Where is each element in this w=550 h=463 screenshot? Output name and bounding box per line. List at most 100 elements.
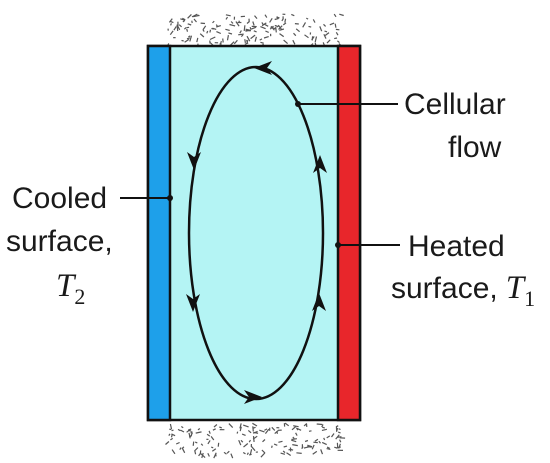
insulation-speck — [337, 40, 340, 44]
insulation-speck — [212, 428, 216, 431]
insulation-speck — [226, 34, 229, 41]
cellular-flow-leader — [295, 101, 398, 107]
insulation-speck — [282, 450, 286, 454]
insulation-speck — [225, 14, 231, 17]
insulation-speck — [274, 430, 279, 435]
flow-arrow-left-upper — [187, 152, 201, 170]
insulation-speck — [181, 39, 184, 42]
cellular-flow-label-line1: Cellular — [404, 88, 506, 121]
insulation-speck — [293, 425, 299, 428]
insulation-speck — [319, 26, 323, 32]
flow-arrow-bottom — [244, 390, 262, 404]
insulation-speck — [217, 442, 220, 447]
insulation-speck — [230, 21, 234, 24]
insulation-speck — [239, 30, 242, 34]
insulation-speck — [211, 448, 217, 452]
insulation-speck — [303, 423, 308, 427]
insulation-speck — [236, 431, 239, 434]
insulation-speck — [312, 450, 318, 455]
top-insulation — [166, 13, 344, 49]
insulation-speck — [292, 436, 295, 439]
insulation-speck — [275, 26, 277, 33]
insulation-speck — [321, 426, 326, 429]
insulation-speck — [216, 31, 222, 35]
insulation-speck — [314, 36, 318, 43]
flow-arrow-right-lower — [312, 293, 326, 311]
insulation-speck — [211, 27, 214, 30]
insulation-speck — [336, 427, 339, 431]
insulation-speck — [187, 429, 192, 432]
insulation-speck — [198, 452, 202, 457]
insulation-speck — [311, 36, 315, 41]
insulation-speck — [190, 430, 193, 434]
insulation-speck — [291, 438, 297, 441]
insulation-speck — [170, 23, 172, 26]
insulation-speck — [175, 441, 180, 445]
insulation-speck — [292, 39, 296, 45]
insulation-speck — [191, 13, 198, 18]
insulation-speck — [179, 447, 182, 450]
insulation-speck — [171, 433, 176, 437]
insulation-speck — [209, 36, 216, 41]
insulation-speck — [276, 16, 280, 19]
insulation-speck — [331, 433, 335, 438]
insulation-speck — [188, 432, 191, 439]
insulation-speck — [334, 23, 337, 28]
insulation-speck — [209, 29, 212, 33]
insulation-speck — [254, 36, 257, 42]
insulation-speck — [289, 448, 294, 451]
insulation-speck — [194, 447, 199, 452]
insulation-speck — [335, 31, 339, 36]
insulation-speck — [207, 452, 210, 457]
insulation-speck — [318, 440, 321, 444]
insulation-speck — [171, 449, 176, 455]
insulation-speck — [170, 437, 174, 441]
insulation-speck — [182, 19, 186, 23]
insulation-speck — [263, 36, 269, 39]
insulation-speck — [306, 17, 309, 20]
insulation-speck — [169, 423, 173, 430]
insulation-speck — [189, 35, 193, 42]
insulation-speck — [239, 423, 242, 429]
insulation-speck — [206, 433, 211, 437]
cooled-wall — [146, 44, 172, 422]
insulation-speck — [182, 17, 186, 21]
insulation-speck — [254, 15, 258, 19]
insulation-speck — [177, 428, 181, 432]
insulation-speck — [308, 25, 312, 28]
insulation-speck — [337, 431, 341, 434]
insulation-speck — [202, 29, 205, 32]
insulation-speck — [280, 452, 286, 455]
insulation-speck — [296, 452, 302, 454]
insulation-speck — [286, 452, 292, 456]
insulation-speck — [181, 446, 185, 450]
insulation-speck — [323, 33, 327, 39]
insulation-speck — [323, 437, 326, 441]
insulation-speck — [170, 20, 174, 24]
insulation-speck — [262, 439, 266, 443]
insulation-speck — [235, 21, 240, 27]
insulation-speck — [329, 22, 335, 26]
insulation-speck — [259, 38, 263, 41]
insulation-speck — [339, 439, 342, 443]
insulation-speck — [292, 444, 298, 447]
insulation-speck — [283, 445, 288, 448]
heated-wall — [336, 44, 362, 422]
insulation-speck — [225, 28, 230, 31]
insulation-speck — [249, 449, 253, 455]
insulation-speck — [228, 32, 233, 35]
insulation-speck — [253, 30, 257, 33]
insulation-speck — [291, 439, 297, 443]
insulation-speck — [271, 426, 276, 431]
insulation-speck — [223, 451, 227, 455]
insulation-speck — [243, 25, 246, 31]
heated-surface-leader — [335, 242, 400, 248]
insulation-speck — [180, 425, 184, 429]
insulation-speck — [253, 431, 259, 434]
insulation-speck — [240, 439, 244, 443]
insulation-speck — [304, 34, 309, 39]
insulation-speck — [213, 424, 218, 428]
insulation-speck — [314, 438, 319, 442]
insulation-speck — [215, 453, 217, 457]
insulation-speck — [171, 429, 174, 432]
